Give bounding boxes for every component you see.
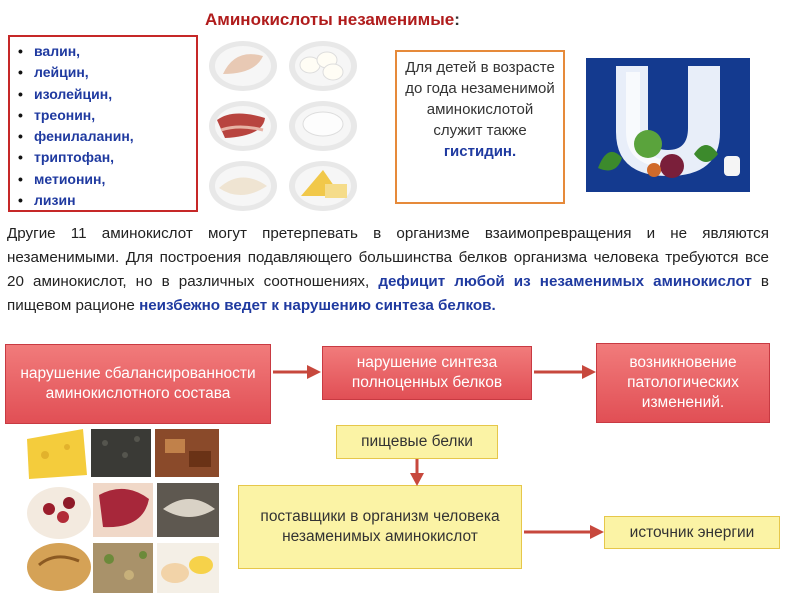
amino-acid-list: валин, лейцин, изолейцин, треонин, фенил… (8, 35, 198, 212)
page-title: Аминокислоты незаменимые: (205, 10, 460, 29)
list-item: изолейцин, (18, 84, 190, 106)
arrow-right-icon (524, 525, 604, 539)
flow-box-food-proteins: пищевые белки (336, 425, 498, 459)
arrow-right-icon (273, 365, 321, 379)
list-item: валин, (18, 41, 190, 63)
flow-box-suppliers: поставщики в организм человека незаменим… (238, 485, 522, 569)
main-paragraph: Другие 11 аминокислот могут претерпевать… (7, 225, 769, 314)
arrow-right-icon (534, 365, 596, 379)
list-item: метионин, (18, 169, 190, 191)
vegetables-logo-image (586, 58, 750, 192)
flow-box-energy: источник энергии (604, 516, 780, 549)
food-plates-image (205, 38, 370, 216)
food-collage-image (25, 425, 221, 595)
flow-box-balance: нарушение сбалансированности аминокислот… (5, 344, 271, 424)
list-item: треонин, (18, 105, 190, 127)
deficit-highlight: дефицит любой из незаменимых аминокислот (378, 273, 752, 290)
flow-box-pathology: возникновение патологических изменений. (596, 343, 770, 423)
histidine-note: Для детей в возрасте до года незаменимой… (395, 50, 565, 204)
list-item: триптофан, (18, 147, 190, 169)
arrow-down-icon (410, 459, 424, 486)
histidine-highlight: гистидин. (443, 143, 517, 160)
list-item: лейцин, (18, 62, 190, 84)
list-item: фенилаланин, (18, 126, 190, 148)
synthesis-highlight: неизбежно ведет к нарушению синтеза белк… (139, 297, 496, 314)
list-item: лизин (18, 190, 190, 212)
flow-box-synthesis: нарушение синтеза полноценных белков (322, 346, 532, 400)
